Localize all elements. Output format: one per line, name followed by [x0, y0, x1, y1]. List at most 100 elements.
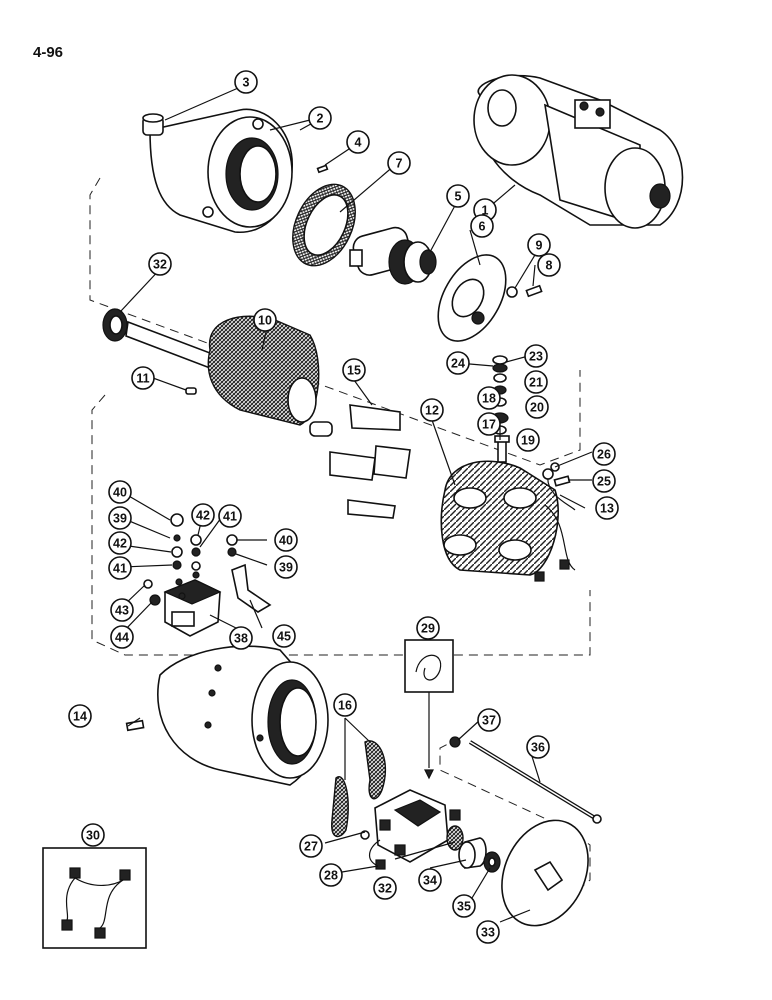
callout-4: 4	[346, 130, 370, 154]
callout-37: 37	[477, 708, 501, 732]
callout-24: 24	[446, 351, 470, 375]
armature-key	[185, 387, 197, 395]
drive-housing	[149, 108, 293, 233]
callout-11: 11	[131, 366, 155, 390]
callout-19: 19	[516, 428, 540, 452]
callout-17: 17	[477, 412, 501, 436]
svg-text:43: 43	[115, 604, 129, 618]
thrust-washer	[483, 851, 501, 873]
starter-motor-assembly	[473, 74, 684, 229]
callout-7: 7	[387, 151, 411, 175]
armature	[125, 315, 333, 437]
svg-text:40: 40	[279, 534, 293, 548]
dashed-group-middle	[91, 394, 591, 656]
svg-text:13: 13	[600, 502, 614, 516]
callout-20: 20	[525, 395, 549, 419]
svg-text:16: 16	[338, 699, 352, 713]
svg-text:29: 29	[421, 622, 435, 636]
bushing	[142, 113, 164, 136]
callout-41-left: 41	[108, 556, 132, 580]
svg-text:27: 27	[304, 840, 318, 854]
svg-text:41: 41	[113, 562, 127, 576]
svg-text:18: 18	[482, 392, 496, 406]
inset-29	[404, 639, 454, 780]
svg-text:40: 40	[113, 486, 127, 500]
svg-text:4: 4	[355, 136, 362, 150]
center-plate	[437, 254, 507, 342]
svg-text:32: 32	[153, 258, 167, 272]
callout-34: 34	[418, 868, 442, 892]
callout-10: 10	[253, 308, 277, 332]
callout-40-left: 40	[108, 480, 132, 504]
callout-44: 44	[110, 625, 134, 649]
svg-text:15: 15	[347, 364, 361, 378]
svg-text:42: 42	[113, 537, 127, 551]
brush-holder	[360, 789, 461, 870]
svg-text:6: 6	[479, 220, 486, 234]
svg-text:37: 37	[482, 714, 496, 728]
solenoid	[163, 571, 222, 637]
leader-lines	[119, 84, 593, 923]
pin	[316, 164, 329, 174]
callout-15: 15	[342, 358, 366, 382]
svg-text:35: 35	[457, 900, 471, 914]
plate-screw	[525, 284, 543, 298]
bolt-nut	[449, 736, 461, 748]
field-frame	[157, 645, 329, 786]
end-plate	[501, 819, 589, 927]
svg-text:34: 34	[423, 874, 437, 888]
callout-6: 6	[470, 214, 494, 238]
svg-text:45: 45	[277, 630, 291, 644]
callout-41-right: 41	[218, 504, 242, 528]
svg-text:12: 12	[425, 404, 439, 418]
svg-text:20: 20	[530, 401, 544, 415]
field-leads	[542, 468, 576, 511]
svg-text:24: 24	[451, 357, 465, 371]
field-coils	[440, 460, 576, 582]
svg-text:42: 42	[196, 509, 210, 523]
gasket	[292, 183, 356, 267]
svg-text:38: 38	[234, 632, 248, 646]
drive-assembly	[349, 226, 437, 285]
callout-13: 13	[595, 496, 619, 520]
callout-45: 45	[272, 624, 296, 648]
svg-text:39: 39	[113, 512, 127, 526]
svg-text:32: 32	[378, 882, 392, 896]
bearing-seal-lower	[446, 825, 464, 851]
callout-42-left: 42	[108, 531, 132, 555]
svg-text:14: 14	[73, 710, 87, 724]
svg-text:5: 5	[455, 190, 462, 204]
callout-28: 28	[319, 863, 343, 887]
callout-12: 12	[420, 398, 444, 422]
svg-text:17: 17	[482, 418, 496, 432]
svg-text:39: 39	[279, 561, 293, 575]
svg-text:3: 3	[243, 76, 250, 90]
solenoid-hardware	[143, 513, 238, 606]
callout-43: 43	[110, 598, 134, 622]
callout-9: 9	[527, 233, 551, 257]
solenoid-bracket	[231, 563, 272, 613]
seal-upper	[102, 308, 128, 342]
callout-39-right: 39	[274, 555, 298, 579]
svg-text:30: 30	[86, 829, 100, 843]
svg-text:25: 25	[597, 475, 611, 489]
callout-40-right: 40	[274, 528, 298, 552]
callout-2: 2	[308, 106, 332, 130]
svg-text:10: 10	[258, 314, 272, 328]
pole-shoes	[329, 404, 411, 519]
callout-21: 21	[524, 370, 548, 394]
callout-33: 33	[476, 920, 500, 944]
callout-8: 8	[537, 253, 561, 277]
svg-text:26: 26	[597, 448, 611, 462]
through-bolt	[468, 740, 602, 824]
svg-text:23: 23	[529, 350, 543, 364]
callout-5: 5	[446, 184, 470, 208]
callout-25: 25	[592, 469, 616, 493]
callout-23: 23	[524, 344, 548, 368]
field-screw	[553, 475, 571, 487]
svg-text:41: 41	[223, 510, 237, 524]
callout-42-right: 42	[191, 503, 215, 527]
plate-washer	[506, 286, 518, 298]
svg-text:33: 33	[481, 926, 495, 940]
